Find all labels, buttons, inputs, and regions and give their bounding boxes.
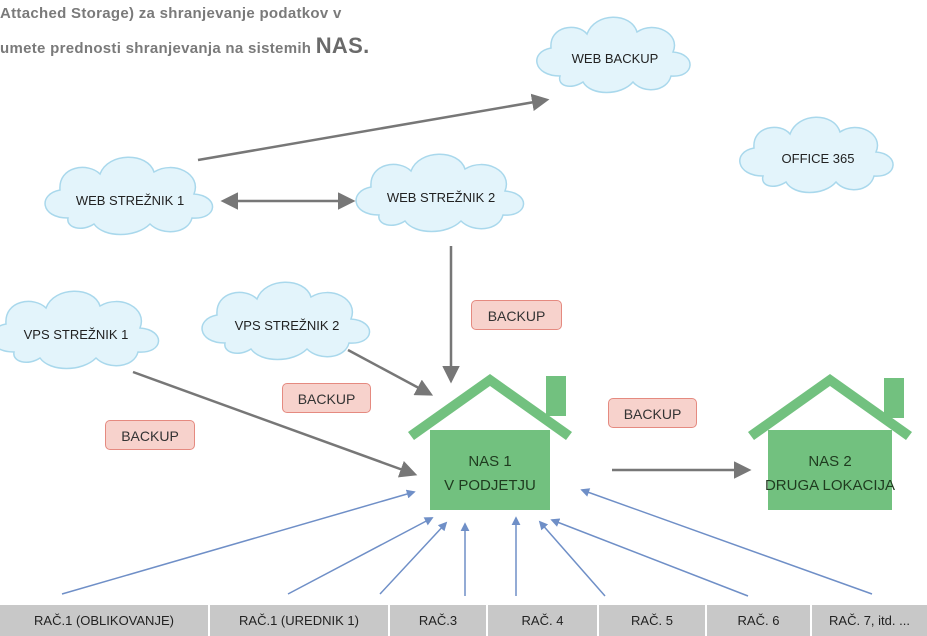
cloud-office-365-label: OFFICE 365 xyxy=(782,151,855,166)
house-nas-2: NAS 2 DRUGA LOKACIJA xyxy=(748,374,912,510)
arrow-rac7b-to-nas1 xyxy=(580,488,873,595)
computer-cell-1: RAČ.1 (OBLIKOVANJE) xyxy=(0,605,210,636)
cloud-web-server-1: WEB STREŽNIK 1 xyxy=(44,156,214,236)
cloud-web-server-1-label: WEB STREŽNIK 1 xyxy=(76,193,184,208)
intro-line-2: umete prednosti shranjevanja na sistemih… xyxy=(0,30,370,65)
computer-cell-4: RAČ. 4 xyxy=(488,605,599,636)
intro-line-2-text: umete prednosti shranjevanja na sistemih xyxy=(0,40,312,57)
intro-line-2-emphasis: NAS. xyxy=(315,33,370,58)
house-nas-1: NAS 1 V PODJETJU xyxy=(408,374,572,510)
house-nas-2-line-1: NAS 2 xyxy=(808,453,851,470)
computer-cell-6: RAČ. 6 xyxy=(707,605,812,636)
house-nas-2-line-2: DRUGA LOKACIJA xyxy=(765,477,895,494)
cloud-vps-server-2: VPS STREŽNIK 2 xyxy=(201,281,371,361)
cloud-web-server-2-label: WEB STREŽNIK 2 xyxy=(387,190,495,205)
cloud-vps-server-1: VPS STREŽNIK 1 xyxy=(0,290,160,370)
arrow-rac7-to-nas1 xyxy=(550,518,749,597)
house-nas-1-line-1: NAS 1 xyxy=(468,453,511,470)
arrow-rac6-to-nas1 xyxy=(538,520,606,597)
arrow-rac1-oblikovanje-to-nas1 xyxy=(61,489,416,595)
computer-cell-5: RAČ. 5 xyxy=(599,605,707,636)
computer-cell-3: RAČ.3 xyxy=(390,605,488,636)
computer-cell-2: RAČ.1 (UREDNIK 1) xyxy=(210,605,390,636)
arrow-vps1-to-nas1 xyxy=(132,370,418,478)
cloud-web-backup-label: WEB BACKUP xyxy=(572,51,659,66)
cloud-office-365: OFFICE 365 xyxy=(739,116,894,194)
backup-badge-nas2: BACKUP xyxy=(608,398,697,428)
computer-cell-7: RAČ. 7, itd. ... xyxy=(829,613,910,628)
cloud-web-server-2: WEB STREŽNIK 2 xyxy=(355,153,525,233)
arrow-rac3-to-nas1 xyxy=(379,521,448,595)
backup-badge-web2: BACKUP xyxy=(471,300,562,330)
house-nas-1-line-2: V PODJETJU xyxy=(444,477,536,494)
arrow-vps2-to-nas1 xyxy=(347,348,434,396)
arrow-rac1-urednik-to-nas1 xyxy=(287,517,434,595)
computers-bar: RAČ.1 (OBLIKOVANJE) RAČ.1 (UREDNIK 1) RA… xyxy=(0,605,927,636)
cloud-web-backup: WEB BACKUP xyxy=(536,16,691,94)
backup-badge-vps1: BACKUP xyxy=(105,420,195,450)
intro-line-1: Attached Storage) za shranjevanje podatk… xyxy=(0,5,342,22)
backup-badge-vps2: BACKUP xyxy=(282,383,371,413)
arrow-web1-to-webbackup xyxy=(197,93,550,162)
cloud-vps-server-2-label: VPS STREŽNIK 2 xyxy=(235,318,340,333)
cloud-vps-server-1-label: VPS STREŽNIK 1 xyxy=(24,327,129,342)
